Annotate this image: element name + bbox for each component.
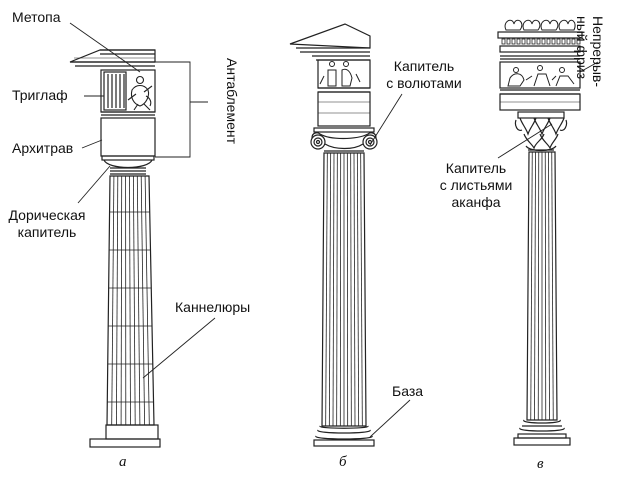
acroteria xyxy=(505,20,575,30)
label-ionic-capital-line2: с волютами xyxy=(376,75,472,92)
dentil xyxy=(562,39,565,44)
dentil xyxy=(537,39,540,44)
label-ionic-capital: Капитель с волютами xyxy=(376,58,472,92)
label-doric-capital-line1: Дорическая xyxy=(2,207,92,224)
flute-line xyxy=(538,152,539,420)
dentil xyxy=(507,39,510,44)
continuous-frieze-figures xyxy=(508,66,574,87)
dentil xyxy=(567,39,570,44)
dentil xyxy=(522,39,525,44)
dentil xyxy=(557,39,560,44)
dentil xyxy=(512,39,515,44)
corinthian-base xyxy=(514,420,570,445)
dentil xyxy=(527,39,530,44)
caption-corinthian: в xyxy=(537,456,544,473)
ionic-column xyxy=(290,24,377,446)
label-metope: Метопа xyxy=(12,9,61,26)
dentil xyxy=(502,39,505,44)
dentil xyxy=(552,39,555,44)
label-corinthian-capital: Капитель с листьями аканфа xyxy=(428,160,524,211)
label-architrave: Архитрав xyxy=(12,140,73,157)
ionic-base xyxy=(314,426,374,446)
label-flutes: Каннелюры xyxy=(175,299,250,316)
triglyph xyxy=(104,72,126,110)
doric-capital-leader xyxy=(78,166,110,203)
ionic-capital-leader xyxy=(370,94,402,145)
caption-ionic: б xyxy=(339,454,347,471)
dentil xyxy=(532,39,535,44)
dentil xyxy=(517,39,520,44)
metope-leader xyxy=(70,23,140,72)
ionic-frieze-figures xyxy=(320,62,360,87)
label-frieze-line2: ный фриз xyxy=(574,16,590,79)
label-base: База xyxy=(392,383,423,400)
label-corinthian-capital-line1: Капитель xyxy=(428,160,524,177)
dentil xyxy=(542,39,545,44)
architrave-leader xyxy=(82,140,102,148)
label-corinthian-capital-line2: с листьями xyxy=(428,177,524,194)
label-triglyph: Триглаф xyxy=(12,87,68,104)
label-ionic-capital-line1: Капитель xyxy=(376,58,472,75)
caption-doric: а xyxy=(119,454,127,471)
entablature-bracket xyxy=(155,62,190,157)
label-doric-capital-line2: капитель xyxy=(2,224,92,241)
ionic-volute-capital xyxy=(311,128,377,151)
dentils xyxy=(502,39,580,44)
doric-column xyxy=(70,50,160,447)
flutes-leader xyxy=(143,318,215,378)
dentil xyxy=(547,39,550,44)
label-entablature: Антаблемент xyxy=(224,58,240,144)
label-doric-capital: Дорическая капитель xyxy=(2,207,92,241)
corinthian-column xyxy=(498,20,582,445)
label-frieze-line1: Непрерыв- xyxy=(590,16,606,87)
metope-relief xyxy=(128,77,152,111)
flute-line xyxy=(545,152,546,420)
label-corinthian-capital-line3: аканфа xyxy=(428,194,524,211)
ionic-base-leader xyxy=(370,400,410,437)
